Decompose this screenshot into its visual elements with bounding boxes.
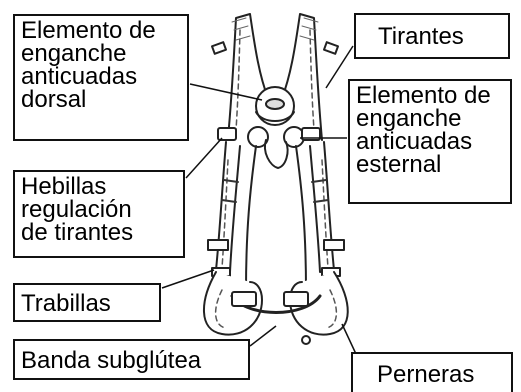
label-dorsal-attachment: Elemento de enganche anticuadas dorsal	[13, 14, 189, 141]
left-adjust-buckle	[217, 127, 237, 141]
left-thigh-buckle	[231, 291, 257, 307]
label-subgluteal-band: Banda subglútea	[13, 339, 250, 380]
leader-banda	[249, 325, 277, 347]
label-sternal-attachment: Elemento de enganche anticuadas esternal	[348, 79, 512, 204]
right-inner-strap	[295, 145, 307, 291]
right-upper-buckle	[322, 41, 340, 55]
carabiner	[264, 139, 289, 169]
leader-dorsal	[189, 83, 263, 101]
left-upper-buckle	[210, 41, 228, 55]
right-thigh-buckle	[283, 291, 309, 307]
right-keeper	[323, 239, 345, 251]
leader-perneras	[341, 323, 357, 355]
leader-trabillas	[161, 269, 215, 289]
label-leg-loops: Perneras	[351, 352, 513, 392]
left-keeper	[207, 239, 229, 251]
right-leg-loop	[289, 271, 349, 336]
right-adjust-buckle	[301, 127, 321, 141]
label-shoulder-straps: Tirantes	[354, 13, 510, 59]
label-strap-buckles: Hebillas regulación de tirantes	[13, 170, 185, 258]
label-keepers: Trabillas	[13, 283, 161, 322]
left-inner-strap	[245, 145, 257, 291]
leader-tirantes	[325, 45, 354, 89]
leader-hebillas	[185, 137, 223, 179]
left-chest-ring	[247, 126, 269, 148]
